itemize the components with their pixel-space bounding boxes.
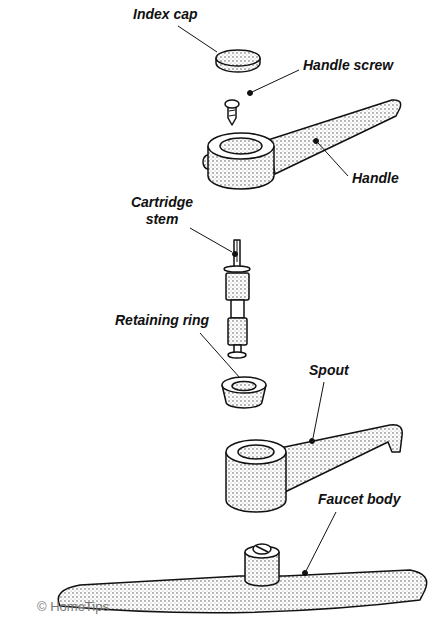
part-label: Retaining ring [115,312,209,329]
part-label: Handle [352,170,399,187]
part-label: Faucet body [318,491,400,508]
copyright-note: © HomeTips [37,598,109,615]
part-label: Handle screw [303,57,393,74]
part-label: Index cap [133,6,198,23]
part-label: Spout [309,362,349,379]
part-label: Cartridge stem [124,194,200,228]
